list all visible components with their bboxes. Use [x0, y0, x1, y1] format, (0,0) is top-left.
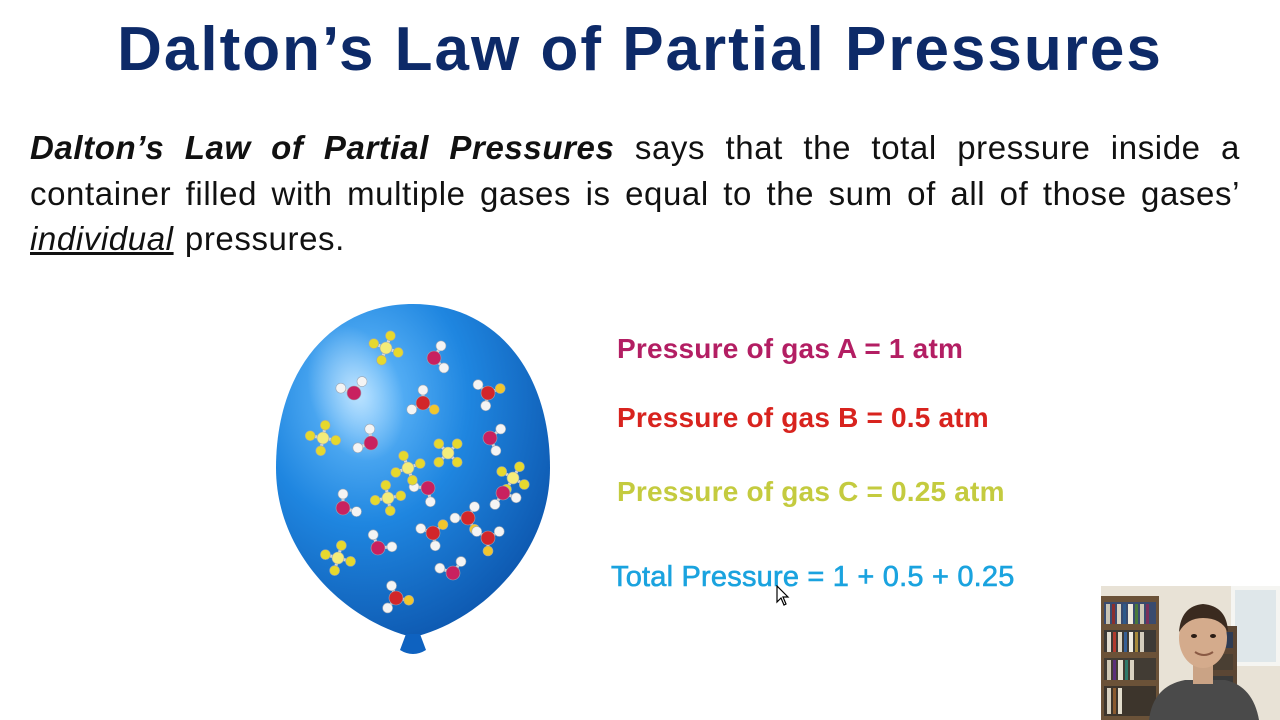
definition-emphasis: individual: [30, 220, 174, 257]
webcam-overlay: [1101, 586, 1280, 720]
balloon-knot: [400, 634, 426, 654]
balloon-illustration: [268, 298, 558, 664]
definition-text-2: pressures.: [173, 220, 345, 257]
definition-text-1: says that the total pressure inside a co…: [30, 129, 1240, 212]
definition-paragraph: Dalton’s Law of Partial Pressures says t…: [30, 125, 1240, 262]
slide-title: Dalton’s Law of Partial Pressures: [117, 15, 1163, 84]
gas-a-pressure: Pressure of gas A = 1 atm: [617, 333, 964, 364]
gas-molecules: [304, 330, 530, 614]
mouse-pointer-icon: [776, 585, 790, 606]
total-pressure: Total Pressure = 1 + 0.5 + 0.25: [611, 561, 1015, 594]
gas-b-pressure: Pressure of gas B = 0.5 atm: [617, 402, 989, 433]
gas-c-pressure: Pressure of gas C = 0.25 atm: [617, 476, 1005, 507]
definition-term: Dalton’s Law of Partial Pressures: [30, 129, 615, 166]
